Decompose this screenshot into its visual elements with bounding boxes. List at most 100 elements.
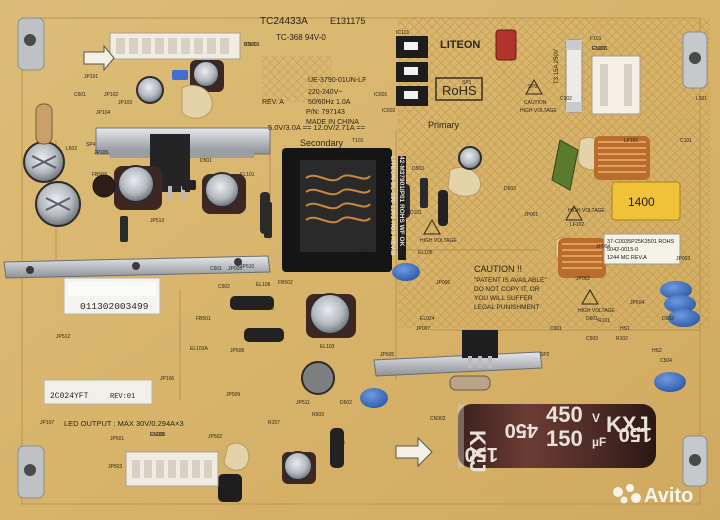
- ref-designator: JP103: [118, 100, 132, 106]
- spec-label: TC24433A E131175 TC-368 94V-0 UE-3790-01…: [260, 16, 366, 148]
- ref-designator: BD001: [244, 42, 260, 48]
- big-cap-unit: µF: [592, 435, 606, 449]
- ref-designator: JP003: [676, 256, 690, 262]
- caution-notice: CAUTION !! "PATENT IS AVAILABLE" DO NOT …: [474, 264, 547, 311]
- connector-cn201: [109, 32, 241, 60]
- ref-designator: FB503: [92, 172, 107, 178]
- ref-designator: IC101: [396, 30, 410, 36]
- fuse-label: T3.15A 250V: [554, 49, 560, 84]
- transformer-t101: 42-M37901IP01 ROHS WF OK LITEON SL-130 1…: [282, 148, 406, 272]
- ref-designator: JP002: [576, 276, 590, 282]
- big-cap-voltage-1: 450: [505, 419, 538, 441]
- ref-designator: JP107: [40, 420, 54, 426]
- ref-designator: C601: [74, 92, 86, 98]
- cert-text: E131175: [330, 16, 365, 26]
- ref-designator: D503: [412, 166, 424, 172]
- rohs-box: [435, 77, 483, 101]
- ref-designator: JP101: [84, 74, 98, 80]
- ref-designator: JP501: [110, 436, 124, 442]
- filter-label-1: 37-C0035P25K3501 ROHS: [607, 239, 675, 245]
- ref-designator: CN301: [150, 432, 166, 438]
- ref-designator: BD101: [330, 440, 346, 446]
- caution-title: CAUTION !!: [474, 264, 522, 274]
- caution-marks: CAUTION HIGH VOLTAGE HIGH VOLTAGE HIGH V…: [420, 78, 615, 314]
- primary-label: Primary: [428, 120, 459, 130]
- ref-designator: C502: [218, 284, 230, 290]
- ref-designator: JP504: [630, 300, 644, 306]
- ref-designator: JP508: [230, 348, 244, 354]
- ref-designator: L502: [66, 146, 77, 152]
- ref-designator: D602: [662, 316, 674, 322]
- ref-designator: JP006: [436, 280, 450, 286]
- ref-designator: SP3: [528, 84, 538, 90]
- ref-designator: CN101: [592, 46, 608, 52]
- filter-label-2: 5042-0015-0: [607, 247, 638, 253]
- capacitors-left: [23, 60, 246, 227]
- caution-line-1: "PATENT IS AVAILABLE": [474, 277, 547, 284]
- caution-small-1: CAUTION: [524, 100, 547, 106]
- ref-designator: JP510: [240, 264, 254, 270]
- high-voltage-1: HIGH VOLTAGE: [520, 108, 557, 114]
- fuse-f101: T3.15A 250V: [554, 39, 583, 113]
- brand-logo-text: LITEON: [440, 39, 480, 51]
- arrow-lower-icon: [395, 436, 433, 468]
- high-voltage-3: HIGH VOLTAGE: [568, 208, 605, 214]
- spec-made-line: MADE IN CHINA: [306, 119, 359, 126]
- material-text: TC-368 94V-0: [276, 33, 326, 42]
- ref-designator: EL107: [592, 46, 607, 52]
- ref-designator: IC601: [374, 92, 388, 98]
- big-cap-cap-3: 150: [619, 423, 652, 445]
- big-cap-cap-1: 150: [465, 443, 498, 465]
- spec-pn-line: P/N: 797143: [306, 109, 345, 116]
- model-text: TC24433A: [260, 16, 308, 27]
- chokes: [558, 136, 650, 278]
- blue-capacitors: [360, 263, 700, 408]
- ref-designator: C504: [660, 358, 672, 364]
- x-capacitor-green: [551, 139, 579, 191]
- caution-line-3: YOU WILL SUFFER: [474, 295, 533, 302]
- heatsink-hs1-middle: [373, 330, 543, 377]
- big-cap-v: V: [592, 411, 600, 425]
- ref-designator: JP104: [96, 110, 110, 116]
- yellow-block-label: 1400: [628, 195, 655, 209]
- filter-sticker: 37-C0035P25K3501 ROHS 5042-0015-0 1244 M…: [603, 233, 681, 265]
- ref-designator: JP513: [150, 218, 164, 224]
- ref-designator: JP511: [296, 400, 310, 406]
- ref-designator: JP503: [108, 464, 122, 470]
- reference-designators: CN201CN101CN301CN302SP1SP2SP3SP4F101T101…: [40, 30, 707, 470]
- watermark: Avito: [613, 484, 693, 507]
- caution-line-4: LEGAL PUNISHMENT: [474, 304, 540, 311]
- ref-designator: SP2: [540, 352, 550, 358]
- sticker-2-rev: REV:01: [110, 393, 135, 401]
- ref-designator: L501: [696, 96, 707, 102]
- ref-designator: C513: [262, 306, 274, 312]
- heatsink-hs1-left: [3, 255, 271, 279]
- ref-designator: EL101: [240, 172, 255, 178]
- connector-cn301: [125, 451, 219, 487]
- ref-designator: SP1: [462, 80, 472, 86]
- rohs-text: RoHS: [442, 83, 477, 98]
- board-outline: [21, 17, 701, 505]
- big-cap-brand-1: KXJ: [465, 430, 490, 473]
- ref-designator: JP106: [160, 376, 174, 382]
- connector-cn101: [591, 55, 641, 115]
- ref-designator: EL106: [256, 282, 271, 288]
- high-voltage-4: HIGH VOLTAGE: [578, 308, 615, 314]
- ref-designator: JP007: [416, 326, 430, 332]
- capacitors-middle: [218, 146, 482, 502]
- ref-designator: JP102: [104, 92, 118, 98]
- sticker-1-text: 011302003499: [80, 301, 149, 312]
- spec-rev-line: REV. A: [262, 99, 284, 106]
- big-cap-brand-2: KXJ: [606, 412, 649, 437]
- watermark-text: Avito: [644, 485, 693, 507]
- big-cap-cap-2: 150: [546, 426, 583, 451]
- ref-designator: D601: [586, 316, 598, 322]
- ref-designator: HS1: [620, 326, 630, 332]
- spec-output-line: 5.0V/3.0A == 12.0V/2.71A ==: [268, 123, 366, 132]
- ref-designator: EL105: [418, 250, 433, 256]
- big-cap-voltage-2: 450: [546, 402, 583, 427]
- ref-designator: T101: [352, 138, 364, 144]
- sticker-2-text: 2C024YFT: [50, 392, 89, 401]
- ref-designator: JP505: [380, 352, 394, 358]
